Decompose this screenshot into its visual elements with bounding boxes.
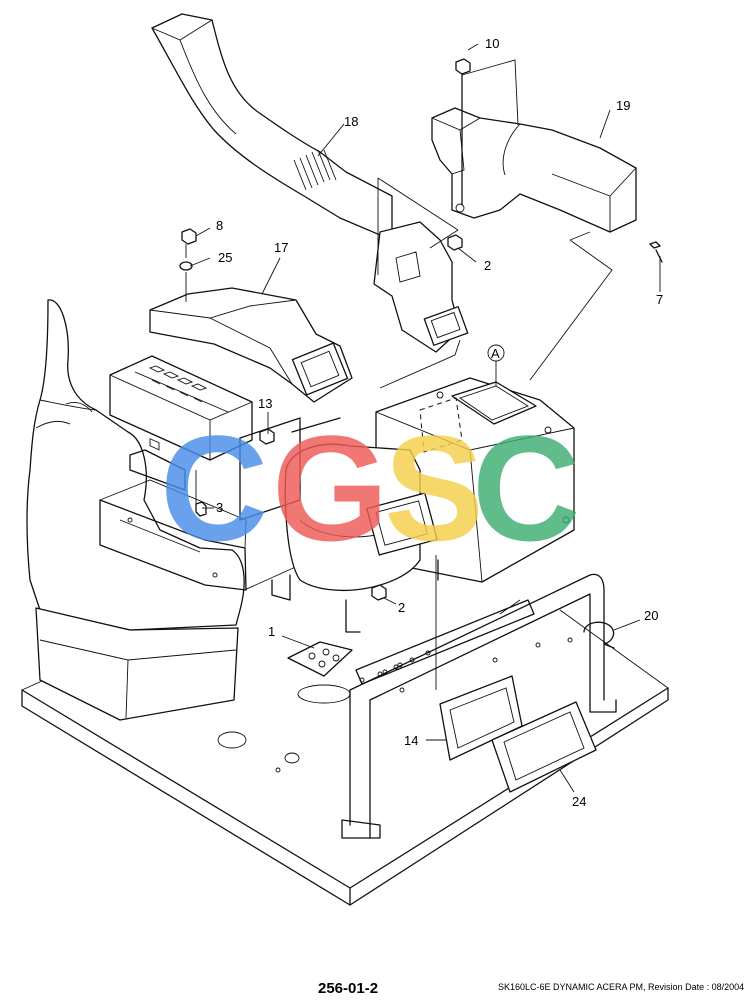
watermark-letter-4: C: [472, 404, 580, 572]
callout-14: 14: [404, 733, 418, 748]
callout-A: A: [491, 346, 500, 361]
callout-20: 20: [644, 608, 658, 623]
assembly-lines: [185, 59, 613, 690]
cgsc-watermark: C G S C: [160, 404, 580, 572]
watermark-letter-2: G: [272, 404, 389, 572]
part-24-frame: [491, 701, 597, 793]
callout-7: 7: [656, 292, 663, 307]
page-code: 256-01-2: [318, 980, 379, 997]
pipe-frame: [341, 573, 617, 839]
watermark-letter-3: S: [384, 404, 484, 572]
callout-leaders: [189, 43, 661, 793]
callout-25: 25: [218, 250, 232, 265]
watermark-letter-1: C: [160, 404, 268, 572]
hvac-unit: [239, 377, 575, 633]
callout-2-lower: 2: [398, 600, 405, 615]
callout-1: 1: [268, 624, 275, 639]
control-panel: [109, 355, 253, 461]
duct-17: [149, 287, 353, 403]
callout-17: 17: [274, 240, 288, 255]
duct-18: [151, 13, 393, 241]
callout-8: 8: [216, 218, 223, 233]
revision-text: SK160LC-6E DYNAMIC ACERA PM, Revision Da…: [498, 982, 744, 992]
callout-3: 3: [216, 500, 223, 515]
part-20-clamp: [583, 621, 615, 649]
callout-19: 19: [616, 98, 630, 113]
part-1-plate: [287, 641, 353, 704]
callout-labels: 10 18 19 8 25 17 2 7 A 13 3 2 1 20 14 24: [216, 36, 663, 809]
callout-10: 10: [485, 36, 499, 51]
callout-18: 18: [344, 114, 358, 129]
callout-24: 24: [572, 794, 586, 809]
duct-adapter: [373, 221, 469, 353]
callout-13: 13: [258, 396, 272, 411]
duct-19: [431, 107, 637, 233]
callout-2-upper: 2: [484, 258, 491, 273]
console-frame: [99, 449, 247, 591]
